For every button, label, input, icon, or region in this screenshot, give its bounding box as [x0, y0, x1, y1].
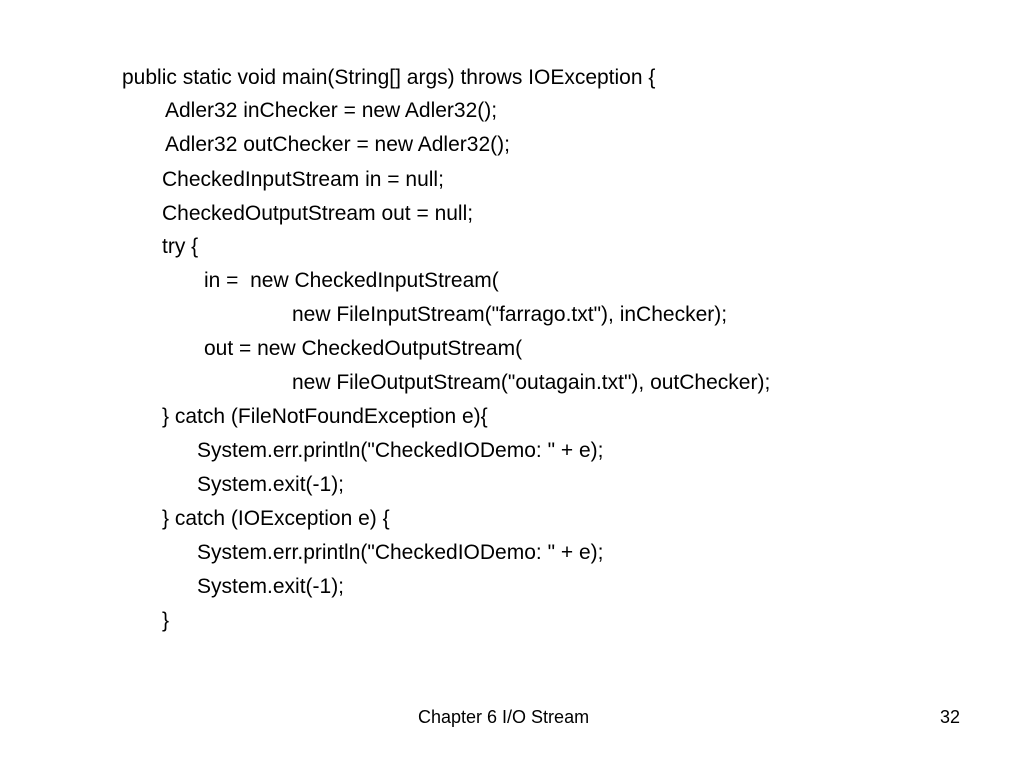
code-line: in = new CheckedInputStream(	[204, 269, 499, 292]
code-line: public static void main(String[] args) t…	[122, 66, 656, 89]
page-number: 32	[940, 707, 961, 727]
code-line: Adler32 outChecker = new Adler32();	[165, 133, 510, 156]
code-line: try {	[162, 235, 199, 258]
code-line: }	[162, 609, 170, 632]
code-line: CheckedOutputStream out = null;	[162, 202, 474, 225]
code-line: } catch (FileNotFoundException e){	[162, 405, 488, 428]
code-line: System.exit(-1);	[197, 575, 345, 598]
code-line: System.err.println("CheckedIODemo: " + e…	[197, 439, 604, 462]
code-line: System.exit(-1);	[197, 473, 345, 496]
code-line: System.err.println("CheckedIODemo: " + e…	[197, 541, 604, 564]
code-line: } catch (IOException e) {	[162, 507, 390, 530]
code-line: Adler32 inChecker = new Adler32();	[165, 99, 498, 122]
code-line: new FileOutputStream("outagain.txt"), ou…	[292, 371, 771, 394]
code-line: out = new CheckedOutputStream(	[204, 337, 523, 360]
footer-title: Chapter 6 I/O Stream	[418, 707, 590, 727]
code-line: new FileInputStream("farrago.txt"), inCh…	[292, 303, 728, 326]
code-line: CheckedInputStream in = null;	[162, 168, 444, 191]
